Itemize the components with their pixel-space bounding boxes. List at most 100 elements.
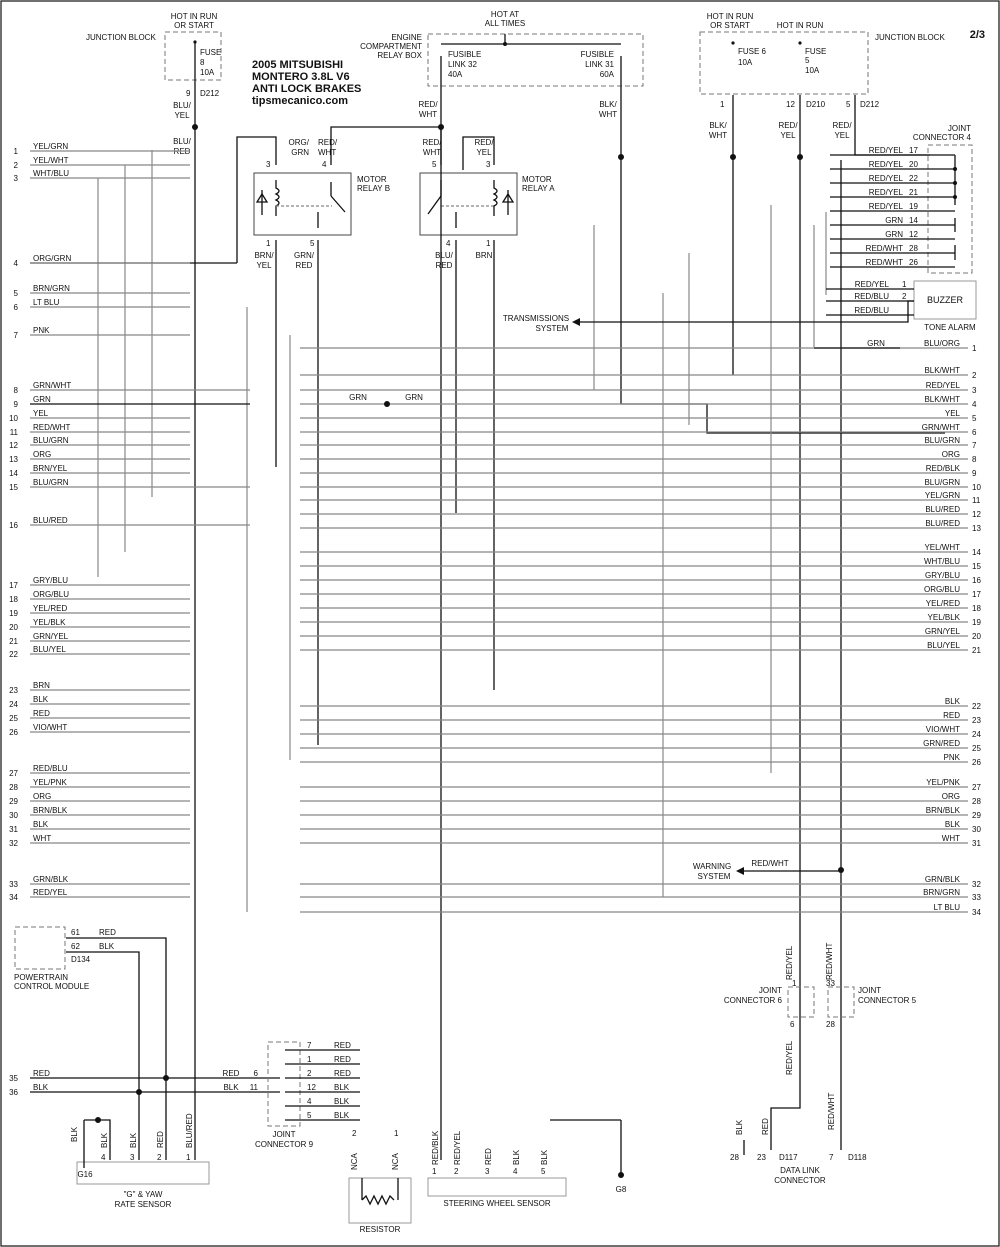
svg-text:WHT: WHT <box>599 110 617 119</box>
left-pin-number: 19 <box>9 609 18 618</box>
data-link-connector: BLK RED 28 23 D117 7 D118 DATA LINK CONN… <box>730 1118 867 1185</box>
left-pin-number: 23 <box>9 686 18 695</box>
left-pin-number: 4 <box>14 259 19 268</box>
jc9-right-wire: RED <box>334 1069 351 1078</box>
buzzer-wire-label: RED/BLU <box>854 292 889 301</box>
svg-text:RED/YEL: RED/YEL <box>785 1040 794 1075</box>
buzzer-wire-label: RED/BLU <box>854 306 889 315</box>
left-pin-number: 15 <box>9 483 18 492</box>
svg-text:STEERING WHEEL SENSOR: STEERING WHEEL SENSOR <box>443 1199 551 1208</box>
jc9-left-pin: 6 <box>254 1069 259 1078</box>
svg-text:ORG/: ORG/ <box>289 138 310 147</box>
right-pin-number: 34 <box>972 908 981 917</box>
left-pin-number: 34 <box>9 893 18 902</box>
left-pin-number: 30 <box>9 811 18 820</box>
svg-text:FUSE: FUSE <box>805 47 826 56</box>
sws-pin-number: 2 <box>454 1167 459 1176</box>
jc9-right-pin: 12 <box>307 1083 316 1092</box>
sws-pin-number: 5 <box>541 1167 546 1176</box>
svg-text:RED/WHT: RED/WHT <box>825 943 834 980</box>
g-yaw-rate-sensor: "G" & YAW RATE SENSOR G16 BLK 4BLK3BLK2R… <box>70 1075 210 1209</box>
svg-text:1: 1 <box>792 979 797 988</box>
svg-text:YEL: YEL <box>834 131 850 140</box>
jc9-left-pin: 11 <box>250 1083 259 1092</box>
svg-text:TRANSMISSIONS: TRANSMISSIONS <box>503 314 569 323</box>
jc4-pin-number: 22 <box>909 174 918 183</box>
right-pin-number: 13 <box>972 524 981 533</box>
left-wire-label: YEL/GRN <box>33 142 68 151</box>
svg-text:MOTOR: MOTOR <box>522 175 552 184</box>
left-wire-label: GRN/YEL <box>33 632 69 641</box>
right-wire-label: BLK/WHT <box>924 366 960 375</box>
wire-paths <box>30 56 945 1160</box>
left-pin-number: 11 <box>10 428 19 437</box>
left-wire-label: BLK <box>33 695 49 704</box>
jc9-right-pin: 2 <box>307 1069 312 1078</box>
left-pin-number: 24 <box>9 700 18 709</box>
svg-text:ALL TIMES: ALL TIMES <box>485 19 525 28</box>
left-wire-label: LT BLU <box>33 298 60 307</box>
svg-text:YEL: YEL <box>476 148 492 157</box>
svg-text:61: 61 <box>71 928 80 937</box>
svg-text:BLK: BLK <box>99 942 115 951</box>
right-pin-number: 17 <box>972 590 981 599</box>
left-pin-number: 26 <box>9 728 18 737</box>
svg-text:CONNECTOR 4: CONNECTOR 4 <box>913 133 972 142</box>
svg-text:3: 3 <box>486 160 491 169</box>
left-pin-number: 21 <box>9 637 18 646</box>
title-line-1: 2005 MITSUBISHI <box>252 59 343 71</box>
svg-text:2: 2 <box>352 1129 357 1138</box>
jc4-wire-label: RED/WHT <box>866 244 903 253</box>
right-pin-number: 32 <box>972 880 981 889</box>
left-pin-number: 3 <box>14 174 19 183</box>
left-pin-number: 33 <box>9 880 18 889</box>
svg-text:BLK/: BLK/ <box>599 100 617 109</box>
left-pin-number: 12 <box>9 441 18 450</box>
right-pin-number: 25 <box>972 744 981 753</box>
svg-text:SYSTEM: SYSTEM <box>536 324 569 333</box>
left-wire-label: ORG <box>33 450 51 459</box>
left-wire-label: YEL/WHT <box>33 156 69 165</box>
left-pin-number: 5 <box>14 289 19 298</box>
right-pin-number: 30 <box>972 825 981 834</box>
svg-text:RED/: RED/ <box>418 100 438 109</box>
svg-text:COMPARTMENT: COMPARTMENT <box>360 42 422 51</box>
left-pin-number: 28 <box>9 783 18 792</box>
svg-text:5: 5 <box>805 56 810 65</box>
svg-text:SYSTEM: SYSTEM <box>698 872 731 881</box>
svg-text:40A: 40A <box>448 70 463 79</box>
left-pin-number: 27 <box>9 769 18 778</box>
right-wire-label: YEL/WHT <box>924 543 960 552</box>
right-wire-label: BRN/GRN <box>923 888 960 897</box>
right-wire-label: RED/YEL <box>926 381 961 390</box>
right-wire-label: YEL/RED <box>926 599 960 608</box>
right-pin-number: 33 <box>972 893 981 902</box>
gyaw-pin-number: 4 <box>101 1153 106 1162</box>
motor-relay-a: RED/ WHT RED/ YEL 5 3 MOTOR RELAY A 4 1 … <box>419 138 555 270</box>
jc9-right-wire: RED <box>334 1041 351 1050</box>
left-wire-label: GRY/BLU <box>33 576 68 585</box>
left-pin-number: 7 <box>14 331 19 340</box>
title-line-4: tipsmecanico.com <box>252 95 348 107</box>
svg-text:RELAY B: RELAY B <box>357 184 390 193</box>
svg-text:28: 28 <box>730 1153 739 1162</box>
svg-text:BLU/: BLU/ <box>173 137 192 146</box>
right-wire-label: BLU/ORG <box>924 339 960 348</box>
sws-wire-label: RED <box>484 1148 493 1165</box>
left-wire-label: BRN/BLK <box>33 806 68 815</box>
right-pin-number: 21 <box>972 646 981 655</box>
right-wire-label: GRN/WHT <box>922 423 960 432</box>
svg-text:60A: 60A <box>600 70 615 79</box>
jc4-pin-number: 19 <box>909 202 918 211</box>
svg-text:RATE SENSOR: RATE SENSOR <box>115 1200 172 1209</box>
jc4-wire-label: RED/YEL <box>869 160 904 169</box>
right-pin-number: 28 <box>972 797 981 806</box>
svg-text:LINK 31: LINK 31 <box>585 60 614 69</box>
left-wire-label: PNK <box>33 326 50 335</box>
left-wire-label: WHT/BLU <box>33 169 69 178</box>
right-wire-label: YEL/GRN <box>925 491 960 500</box>
jc4-wire-label: RED/YEL <box>869 188 904 197</box>
left-pin-number: 6 <box>14 303 19 312</box>
right-pin-number: 4 <box>972 400 977 409</box>
svg-text:POWERTRAIN: POWERTRAIN <box>14 973 68 982</box>
